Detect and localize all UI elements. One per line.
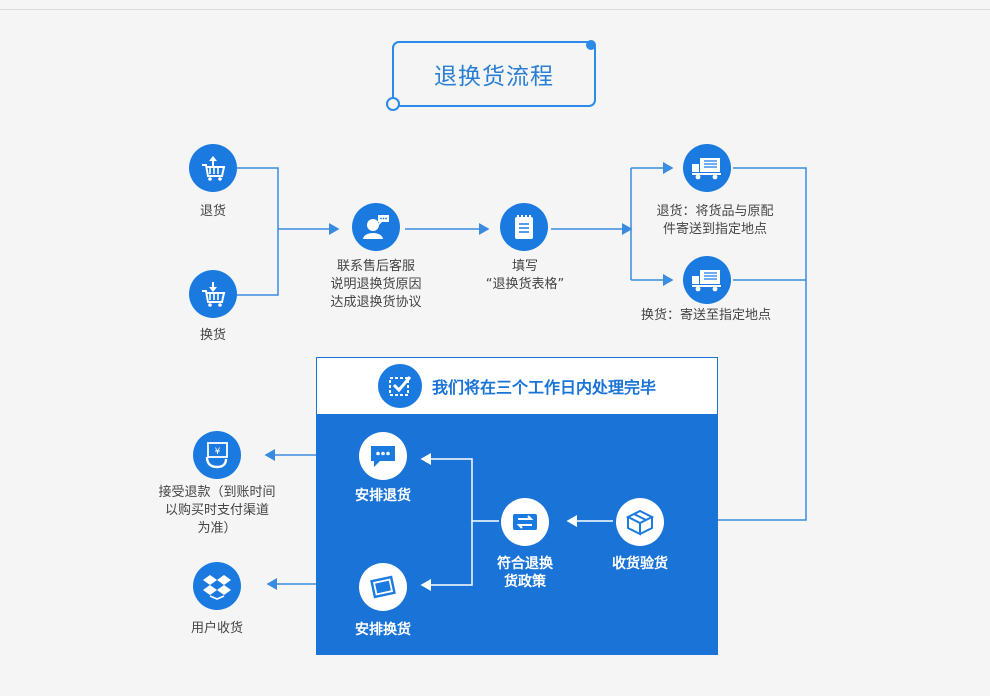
exchange-label: 换货	[199, 328, 226, 343]
arrange-exchange-label: 安排换货	[355, 622, 411, 638]
truck-icon	[683, 144, 731, 192]
panel-header: 我们将在三个工作日内处理完毕	[317, 358, 717, 414]
page-title: 退换货流程	[392, 41, 596, 107]
chat-bubble-icon	[359, 432, 407, 480]
cart-up-icon	[189, 144, 237, 192]
policy-label: 符合退换货政策	[497, 556, 553, 590]
notepad-icon	[500, 203, 548, 251]
panel-connectors	[420, 453, 613, 591]
cart-down-icon	[189, 270, 237, 318]
connector-return	[237, 167, 279, 296]
refund-label: 接受退款（到账时间以购买时支付渠道为准）	[158, 485, 276, 536]
top-divider	[0, 9, 990, 10]
receive-label: 收货验货	[612, 556, 668, 572]
user-receive-label: 用户收货	[190, 621, 243, 636]
arrange-return-label: 安排退货	[355, 488, 411, 504]
truck-icon	[683, 256, 731, 304]
svg-text:¥: ¥	[215, 447, 221, 457]
title-ring-decoration	[386, 97, 400, 111]
box-icon	[616, 498, 664, 546]
ship-exchange-label: 换货：寄送至指定地点	[640, 308, 771, 323]
ship-return-label: 退货：将货品与原配件寄送到指定地点	[656, 204, 774, 237]
form-label: 填写“退换货表格”	[485, 259, 565, 292]
cash-hand-icon: ¥	[193, 431, 241, 479]
title-dot-decoration	[586, 40, 596, 50]
dropbox-icon	[193, 562, 241, 610]
check-box-icon	[377, 364, 422, 408]
panel-header-text: 我们将在三个工作日内处理完毕	[431, 378, 656, 397]
customer-service-icon	[352, 203, 400, 251]
contact-label: 联系售后客服说明退换货原因达成退换货协议	[330, 259, 422, 310]
processing-panel: 我们将在三个工作日内处理完毕 安排退货 安排换货 符合退换货政策 收货验货	[316, 357, 718, 655]
connector-to-receive	[672, 167, 807, 526]
exchange-arrows-icon	[501, 498, 549, 546]
cards-icon	[359, 563, 407, 611]
return-label: 退货	[199, 204, 226, 219]
